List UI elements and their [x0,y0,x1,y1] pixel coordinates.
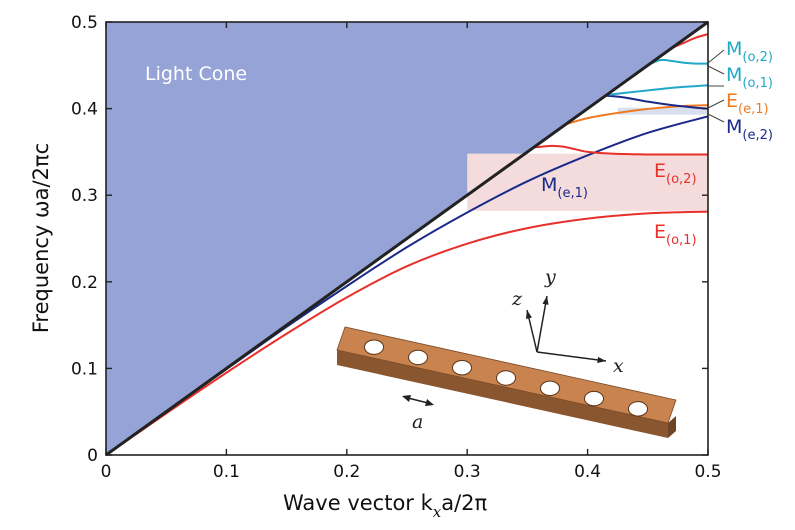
period-arrow-left-head [402,395,411,402]
curve-label-m-e-1: M(e,1) [541,174,588,201]
label-leader-5 [707,113,725,123]
label-leader-1 [707,49,725,64]
x-axis-title-sub: x [433,503,442,521]
period-label: a [412,411,423,433]
inset-axis-x-label: x [613,355,624,377]
slab-hole [584,390,604,407]
slab-hole [628,401,648,417]
curve-label-sub: (e,2) [742,128,773,143]
x-axis-title-main: Wave vector k [283,491,434,515]
curve-label-sub: (o,1) [666,233,697,248]
curve-label-main: M [726,38,742,60]
inset-axis-z-arrow-head [525,310,532,319]
series-line-m-e-2 [605,94,708,110]
series-line-m-o-2 [647,58,708,67]
curve-label-m-o-2: M(o,2) [726,38,773,65]
y-tick-label: 0.2 [71,273,98,293]
series-line-e-o-1 [106,210,708,455]
curve-labels-layer: M(e,1)E(o,2)E(o,1)M(o,2)M(o,1)E(e,1)M(e,… [541,38,773,248]
y-tick-label: 0.4 [71,100,98,120]
slab-hole [496,370,516,386]
series-line-e-o-2 [533,144,708,156]
curve-label-m-e-2: M(e,2) [726,116,773,143]
curve-label-main: E [654,160,666,182]
curve-label-e-e-1: E(e,1) [726,90,769,117]
curve-label-main: M [541,174,557,196]
light-cone-label: Light Cone [145,63,247,85]
gap-band-1 [467,153,708,211]
slab-side-face [668,416,676,438]
series-line-m-o-1 [609,84,708,96]
slab-inset: x yz a [336,266,677,438]
gap-band-2 [617,107,708,115]
slab-hole [408,349,428,366]
x-axis-title: Wave vector kxa/2π [283,491,488,521]
curve-label-sub: (o,2) [666,172,697,187]
inset-axis-z-label: z [511,288,523,310]
x-axis-title-tail: a/2π [441,491,487,515]
curve-label-main: E [726,90,738,112]
plot-frame [105,21,709,456]
curve-label-e-o-2: E(o,2) [654,160,697,187]
axes-frame [105,20,709,457]
curve-label-sub: (e,1) [738,102,769,117]
curve-label-main: E [654,221,666,243]
y-tick-label: 0.3 [71,186,98,206]
inset-axis-x-arrow-head [597,356,606,363]
inset-axis-y-arrow-head [542,296,549,305]
x-tick-label: 0.1 [213,462,240,482]
curve-label-main: M [726,116,742,138]
slab-front-face [337,350,668,438]
ticks-layer: 0 0.1 0.2 0.3 0.4 0.5 0 0.1 0.2 0.3 0.4 0.5 [71,13,722,482]
slab-hole [364,339,384,355]
curve-label-e-o-1: E(o,1) [654,221,697,248]
y-axis-title: Frequency ωa/2πc [29,143,53,333]
y-tick-label: 0 [87,446,98,466]
light-line [105,20,709,457]
curve-label-sub: (o,1) [742,76,773,91]
inset-axis-y-arrow [536,295,548,353]
y-tick-label: 0.5 [71,13,98,33]
x-tick-label: 0.4 [574,462,601,482]
gap-bands-layer [467,107,708,211]
curve-label-sub: (o,2) [742,50,773,65]
curve-label-m-o-1: M(o,1) [726,64,773,91]
label-leader-2 [707,65,725,75]
curve-label-main: M [726,64,742,86]
inset-axis-y-label: y [544,266,556,288]
x-tick-label: 0.3 [454,462,481,482]
y-tick-label: 0.1 [71,359,98,379]
period-arrow-right-head [425,399,434,406]
label-leader-4 [707,99,725,109]
inset-axis-x-arrow [536,351,607,362]
x-tick-label: 0.2 [333,462,360,482]
curve-label-sub: (e,1) [557,186,588,201]
slab-hole [452,360,472,376]
x-tick-label: 0.5 [694,462,721,482]
x-tick-label: 0 [101,462,112,482]
slab-hole [540,380,560,396]
